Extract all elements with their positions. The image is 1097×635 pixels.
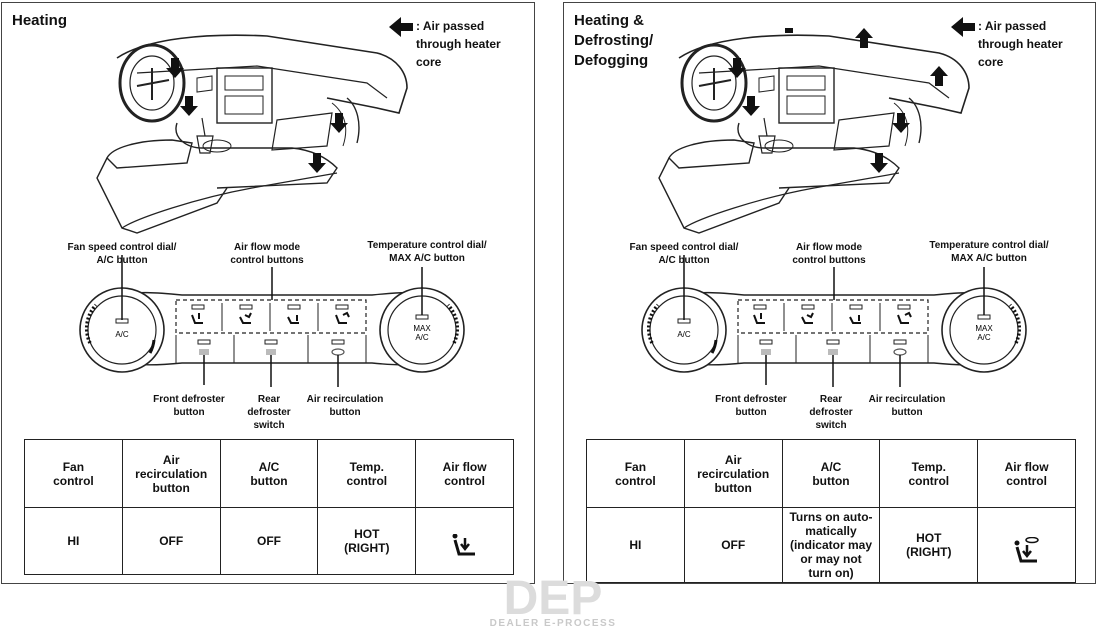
climate-control-panel: A/C MAX A/C — [78, 253, 466, 389]
dashboard-illustration — [657, 28, 971, 235]
fan-speed-label: Fan speed control dial/ A/C button — [629, 242, 739, 266]
legend-text: : Air passed through heater core — [416, 19, 501, 69]
front-defroster-label: Front defroster button — [715, 394, 787, 418]
heating-panel: Heating : Air passed through heater core… — [1, 2, 535, 584]
temperature-label: Temperature control dial/ MAX A/C button — [929, 240, 1049, 264]
dial-ac-label: A/C — [977, 333, 991, 342]
settings-table: Fan control Air recirculation button A/C… — [24, 439, 514, 575]
watermark: DEP DEALER E-PROCESS — [477, 572, 629, 632]
floor-airflow-icon — [450, 531, 477, 555]
climate-control-panel: A/C MAX A/C — [640, 253, 1028, 389]
rear-defroster-label: Rear defroster switch — [809, 394, 853, 431]
value-recirc: OFF — [121, 507, 221, 575]
dial-ac-label: A/C — [415, 333, 429, 342]
value-temp: HOT (RIGHT) — [317, 507, 417, 575]
header-airflow: Air flow control — [977, 439, 1076, 508]
fan-speed-label: Fan speed control dial/ A/C button — [67, 242, 177, 266]
value-fan: HI — [586, 507, 685, 583]
header-recirc: Air recirculation button — [683, 439, 783, 508]
arrow-legend-icon — [389, 17, 413, 37]
value-temp: HOT (RIGHT) — [879, 507, 979, 583]
dep-logo-text: DEP — [504, 572, 603, 618]
dial-ac-label: A/C — [677, 330, 691, 339]
watermark-text: DEALER E-PROCESS — [489, 618, 617, 629]
value-ac: OFF — [219, 507, 319, 575]
settings-table: Fan control Air recirculation button A/C… — [586, 439, 1076, 583]
panel-title: Heating & Defrosting/ Defogging — [574, 12, 654, 69]
value-fan: HI — [24, 507, 123, 575]
legend-text: : Air passed through heater core — [978, 19, 1063, 69]
header-recirc: Air recirculation button — [121, 439, 221, 508]
value-airflow — [977, 507, 1076, 583]
arrow-legend-icon — [951, 17, 975, 37]
header-ac: A/C button — [219, 439, 319, 508]
dashboard-illustration — [95, 33, 409, 235]
airflow-mode-label: Air flow mode control buttons — [792, 242, 866, 266]
airflow-arrow-icon — [330, 113, 348, 133]
airflow-arrow-icon — [892, 113, 910, 133]
dial-max-label: MAX — [413, 324, 431, 333]
airflow-arrow-icon — [728, 58, 746, 78]
header-fan: Fan control — [24, 439, 123, 508]
floor-defrost-airflow-icon — [1012, 536, 1039, 562]
front-defroster-label: Front defroster button — [153, 394, 225, 418]
dial-max-label: MAX — [975, 324, 993, 333]
airflow-arrow-icon — [308, 153, 326, 173]
heating-defrosting-panel: Heating & Defrosting/ Defogging : Air pa… — [563, 2, 1096, 584]
defrost-arrow-icon — [855, 28, 873, 48]
rear-defroster-label: Rear defroster switch — [247, 394, 291, 431]
header-temp: Temp. control — [879, 439, 979, 508]
airflow-arrow-icon — [870, 153, 888, 173]
value-airflow — [415, 507, 514, 575]
header-ac: A/C button — [781, 439, 881, 508]
value-recirc: OFF — [683, 507, 783, 583]
defrost-arrow-icon — [930, 66, 948, 86]
airflow-arrow-icon — [166, 58, 184, 78]
dial-ac-label: A/C — [115, 330, 129, 339]
value-ac: Turns on auto- matically (indicator may … — [781, 507, 881, 583]
air-recirculation-label: Air recirculation button — [868, 394, 946, 418]
dep-logo: DEP — [504, 572, 603, 625]
defrost-arrow-icon — [780, 28, 798, 33]
air-recirculation-label: Air recirculation button — [306, 394, 384, 418]
temperature-label: Temperature control dial/ MAX A/C button — [367, 240, 487, 264]
airflow-mode-label: Air flow mode control buttons — [230, 242, 304, 266]
panel-title: Heating — [12, 12, 68, 29]
header-airflow: Air flow control — [415, 439, 514, 508]
header-fan: Fan control — [586, 439, 685, 508]
header-temp: Temp. control — [317, 439, 417, 508]
